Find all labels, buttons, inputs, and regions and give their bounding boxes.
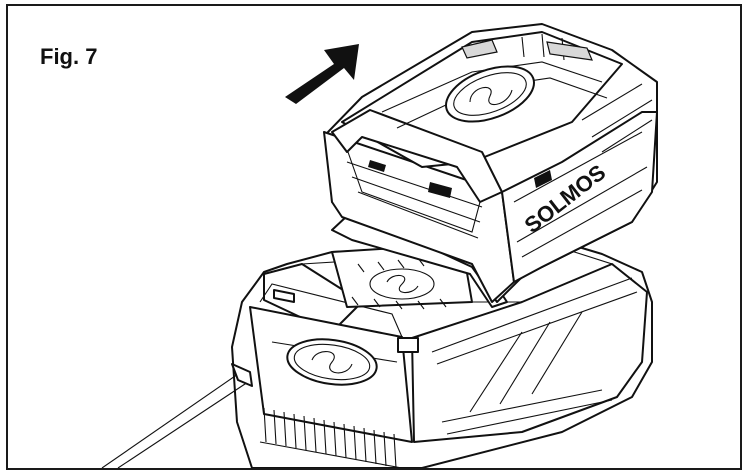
battery-top-logo: [445, 65, 535, 123]
charger: [231, 241, 653, 468]
charger-logo: [286, 338, 378, 386]
figure-label: Fig. 7: [40, 44, 98, 69]
charger-vents: [259, 407, 403, 468]
slot-logo: [369, 268, 435, 300]
arrow-up-right-icon: [285, 44, 359, 104]
battery: SOLMOS: [323, 23, 658, 308]
power-cable: [101, 363, 253, 468]
illustration: SOLMOS: [101, 23, 658, 468]
figure-frame: Fig. 7: [6, 4, 742, 470]
